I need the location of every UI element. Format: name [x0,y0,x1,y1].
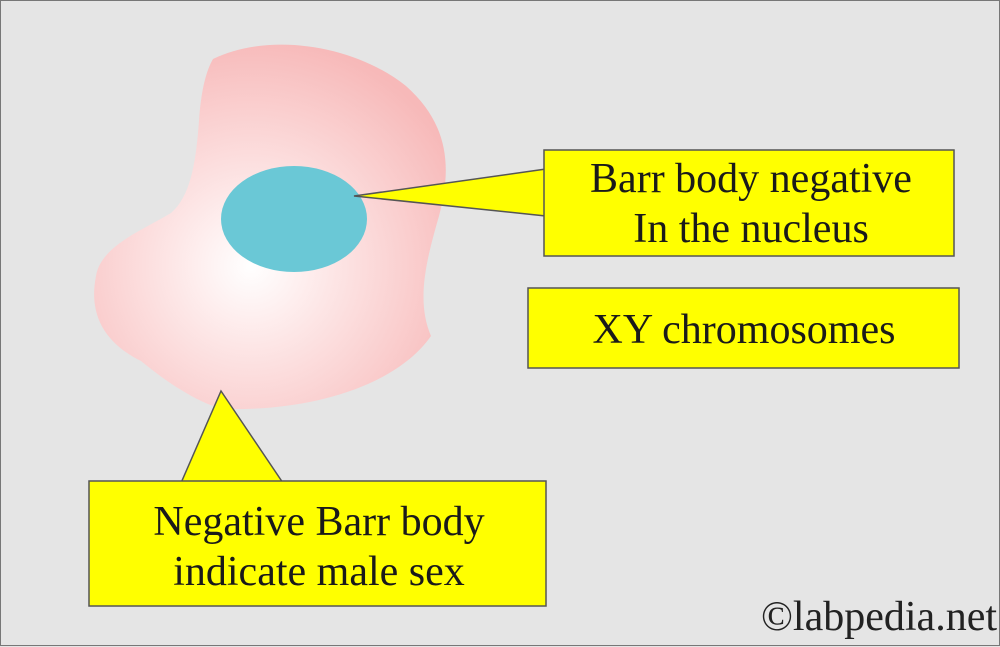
nucleus [221,166,367,272]
callout-male-text: Negative Barr body indicate male sex [91,498,547,597]
callout-male-line1: Negative Barr body [153,499,485,545]
callout-nucleus-line1: Barr body negative [590,156,912,202]
watermark: ©labpedia.net [761,594,997,640]
callout-male-line2: indicate male sex [173,548,465,595]
callout-nucleus-text: Barr body negative In the nucleus [549,155,953,254]
callout-nucleus-line2: In the nucleus [633,205,869,252]
callout-chromosomes-box [527,287,960,369]
callout-male-box [88,480,547,607]
callout-nucleus-box [543,149,955,257]
callout-chromosomes-text: XY chromosomes [592,307,896,353]
